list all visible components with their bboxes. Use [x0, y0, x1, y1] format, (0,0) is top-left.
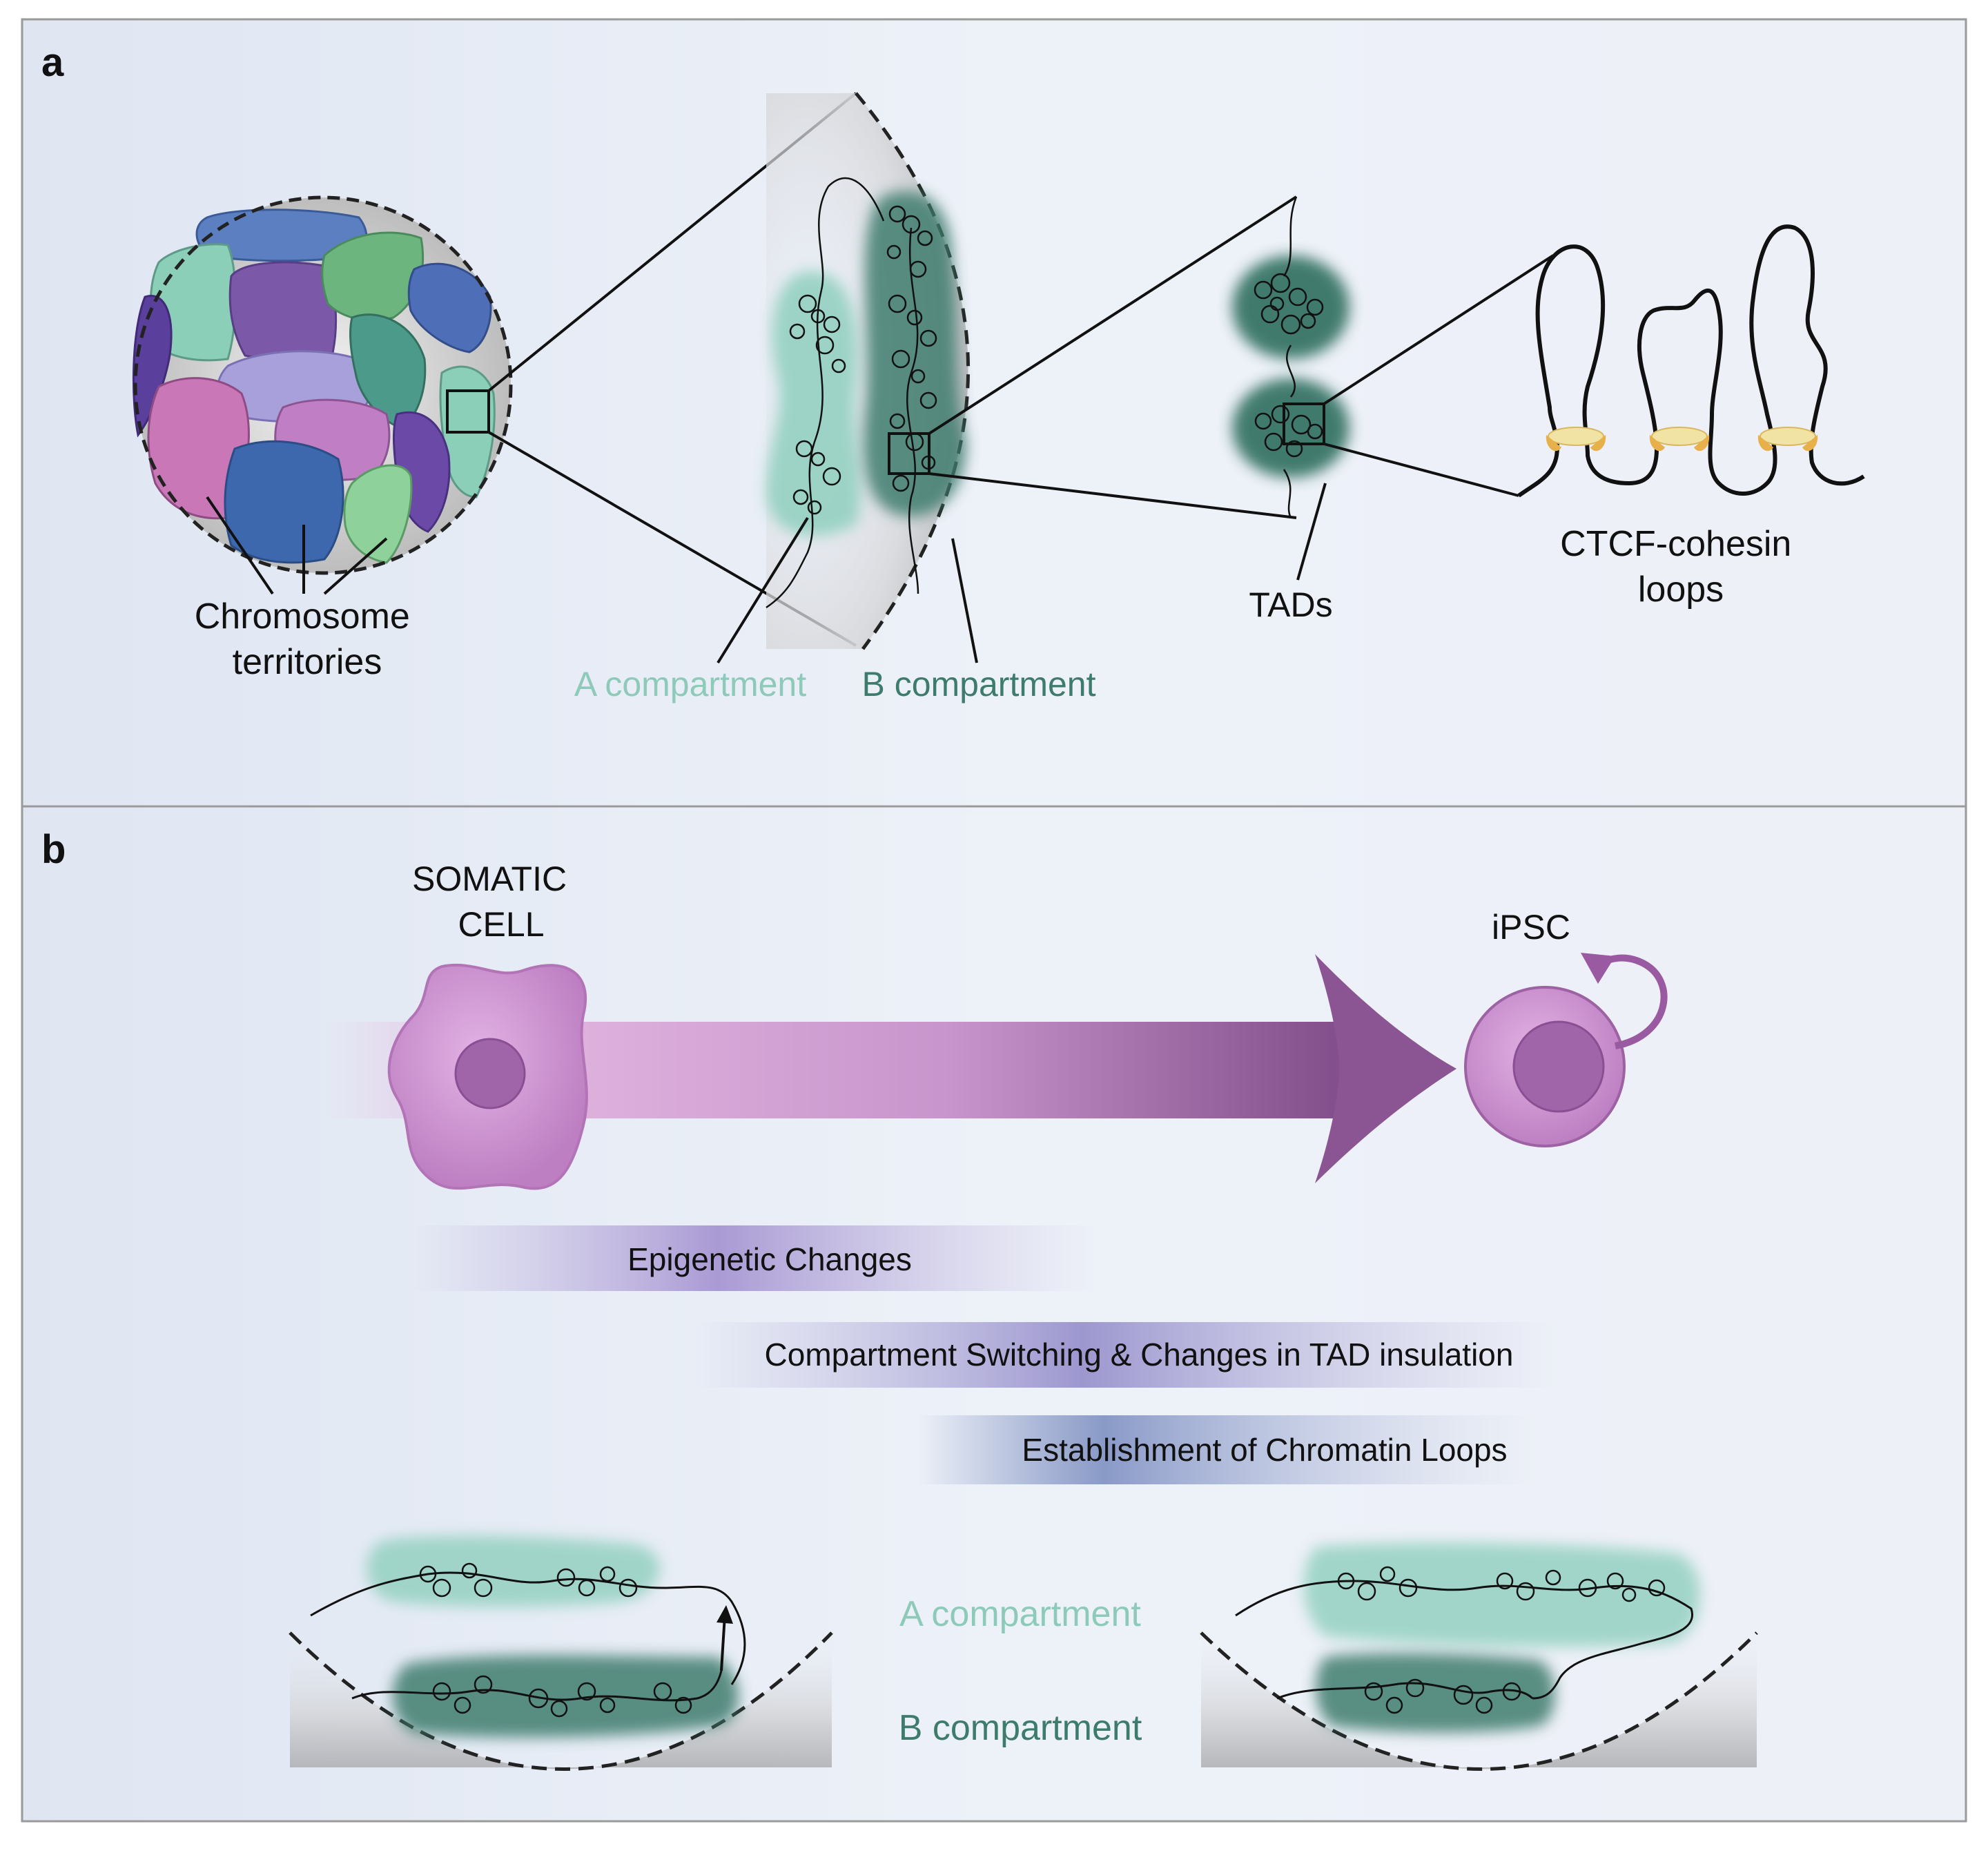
tads-pointer-line — [1296, 483, 1327, 581]
zoom-lines-2 — [928, 195, 1298, 519]
process-bars: Epigenetic Changes Compartment Switching… — [407, 1225, 1560, 1484]
epigenetic-changes-bar — [407, 1225, 1098, 1291]
tads-label: TADs — [1249, 585, 1332, 624]
somatic-cell-label: SOMATIC CELL — [412, 860, 576, 944]
panel-a-label: a — [41, 40, 64, 85]
chromosome-territories-label: Chromosome territories — [195, 596, 420, 682]
ctcf-cohesin-loops-label: CTCF-cohesin loops — [1560, 524, 1802, 610]
ipsc-cell — [1464, 953, 1668, 1147]
chromatin-loops-label: Establishment of Chromatin Loops — [1022, 1432, 1507, 1468]
nucleus — [132, 195, 513, 575]
panel-b: b SOMATIC CELL iPSC Epigenetic Changes — [21, 805, 1967, 1823]
compartment-switching-label: Compartment Switching & Changes in TAD i… — [765, 1337, 1514, 1372]
zoom-lines-3 — [1323, 254, 1555, 497]
ctcf-cohesin-loops — [1517, 224, 1865, 498]
b-a-compartment-label: A compartment — [899, 1594, 1141, 1634]
epigenetic-changes-label: Epigenetic Changes — [627, 1241, 912, 1277]
tads — [1232, 196, 1349, 518]
a-compartment-label: A compartment — [574, 665, 806, 704]
b-b-compartment-label: B compartment — [899, 1708, 1142, 1748]
somatic-cell — [387, 963, 588, 1190]
b-compartment-label: B compartment — [861, 665, 1095, 704]
somatic-compartments — [289, 1535, 833, 1771]
compartment-switching-bar — [690, 1322, 1560, 1388]
panel-b-label: b — [41, 827, 66, 872]
compartment-lens — [766, 92, 970, 650]
ipsc-compartments — [1200, 1542, 1758, 1771]
panel-a: a Chromosome terr — [21, 18, 1967, 808]
chromatin-loops-bar — [918, 1415, 1539, 1484]
territory-pointer-lines — [206, 496, 388, 595]
compartment-pointer-lines — [717, 516, 978, 664]
ipsc-label: iPSC — [1492, 908, 1570, 947]
